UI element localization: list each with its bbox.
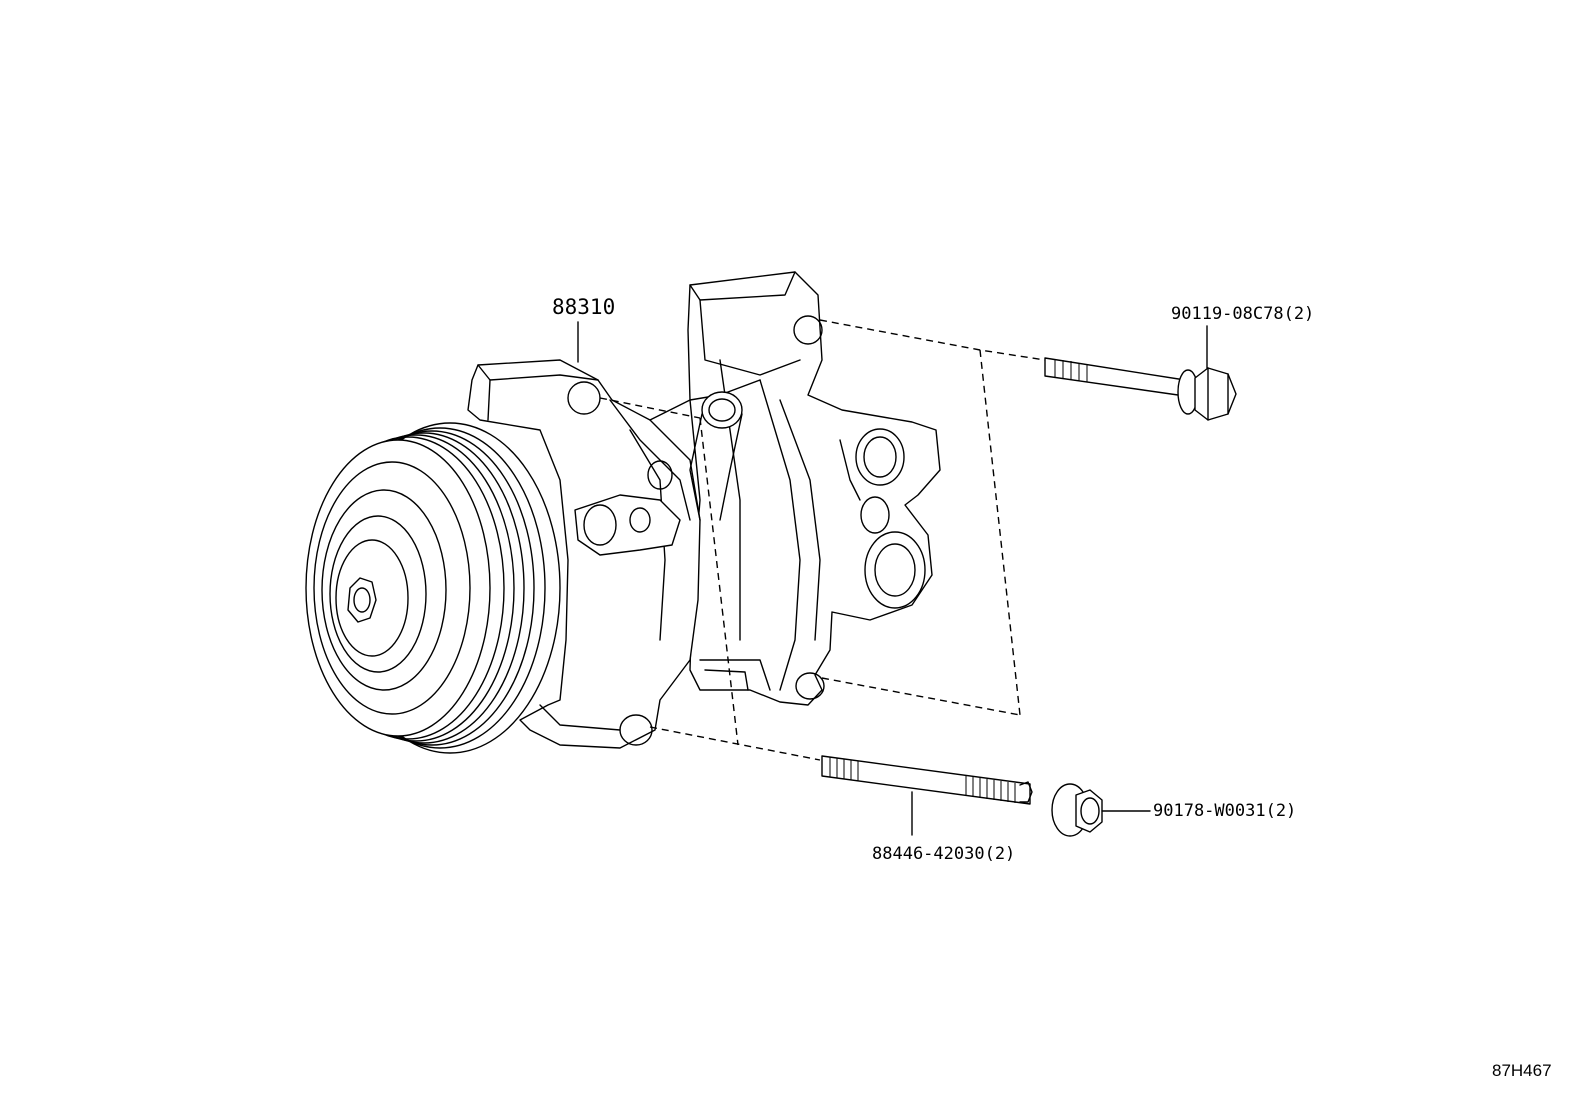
diagram-reference-code: 87H467 — [1492, 1061, 1552, 1080]
callout-nut[interactable]: 90178-W0031(2) — [1153, 801, 1297, 821]
stud-bolt — [821, 755, 1033, 836]
compressor-pulley — [305, 422, 561, 754]
flange-nut — [1051, 783, 1151, 837]
callout-bolt[interactable]: 90119-08C78(2) — [1171, 304, 1315, 324]
flange-bolt — [1044, 325, 1237, 421]
compressor-front-housing — [467, 359, 761, 749]
callout-compressor[interactable]: 88310 — [552, 295, 616, 319]
assembly-guide-lines — [599, 319, 1046, 761]
callout-stud[interactable]: 88446-42030(2) — [872, 844, 1016, 864]
